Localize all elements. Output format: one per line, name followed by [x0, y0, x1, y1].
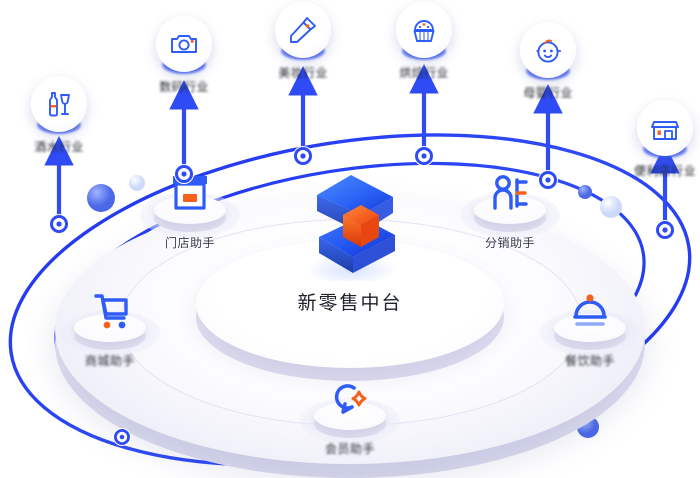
module-label: 门店助手 — [164, 236, 215, 250]
orbit-bead-small — [129, 175, 145, 191]
industry-label: 烘焙行业 — [399, 66, 449, 80]
industry-label: 数码行业 — [159, 80, 209, 94]
bubble-circle — [396, 2, 452, 58]
industry-label: 便利店行业 — [633, 164, 696, 178]
module-mall-assistant[interactable]: 商城助手 — [60, 294, 160, 368]
industry-label: 美妆行业 — [278, 66, 328, 80]
lipstick-icon — [290, 17, 316, 43]
people-network-icon — [493, 175, 528, 210]
camera-icon — [171, 35, 197, 53]
page-title: 新零售中台 — [297, 293, 403, 314]
module-label: 会员助手 — [324, 442, 375, 456]
industry-bakery[interactable]: 烘焙行业 — [396, 2, 452, 80]
bubble-circle — [275, 2, 331, 58]
orbit-node-marker-group — [49, 146, 675, 446]
module-member-assistant[interactable]: 会员助手 — [300, 384, 400, 456]
module-distribution-assistant[interactable]: 分销助手 — [460, 175, 560, 250]
bubble-circle — [156, 16, 212, 72]
orbit-bead-large — [87, 184, 115, 212]
module-catering-assistant[interactable]: 餐饮助手 — [540, 294, 640, 368]
module-label: 分销助手 — [484, 236, 535, 250]
wine-bottle-glass-icon — [49, 92, 70, 117]
chat-bubble-icon — [334, 384, 367, 414]
industry-cosmetics[interactable]: 美妆行业 — [275, 2, 331, 80]
industry-convenience[interactable]: 便利店行业 — [634, 100, 696, 178]
shop-front-icon — [651, 121, 679, 140]
industry-maternal[interactable]: 母婴行业 — [520, 22, 576, 100]
food-cloche-icon — [573, 294, 607, 326]
baby-face-icon — [536, 39, 562, 63]
module-label: 餐饮助手 — [564, 354, 615, 368]
orbit-bead-small — [600, 196, 622, 218]
c-cube-logo — [305, 175, 397, 281]
shopping-cart-icon — [94, 294, 128, 329]
bubble-circle — [520, 22, 576, 78]
industry-label: 酒水行业 — [34, 140, 84, 154]
bubble-circle — [31, 76, 87, 132]
bubble-circle — [637, 100, 693, 156]
industry-digital[interactable]: 数码行业 — [156, 16, 212, 94]
orbit-bead-small — [578, 185, 592, 199]
industry-beverage[interactable]: 酒水行业 — [31, 76, 87, 154]
cupcake-icon — [413, 20, 435, 42]
industry-label: 母婴行业 — [523, 86, 573, 100]
module-label: 商城助手 — [84, 354, 135, 368]
